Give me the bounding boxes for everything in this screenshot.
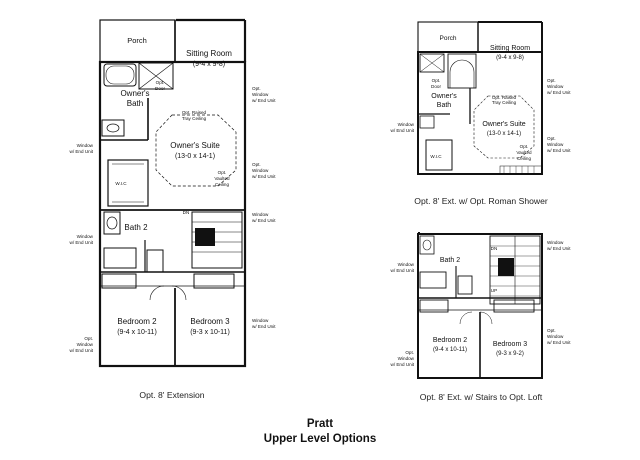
owners-bath-label-2: Bath: [127, 99, 143, 108]
sitting-room-label: Sitting Room: [490, 45, 530, 52]
opt-window-note-right: Opt.: [547, 328, 556, 333]
dn-label: DN: [183, 210, 190, 215]
opt-window-note-left-c: w/ End Unit: [391, 362, 415, 367]
window-note-3: Window: [252, 212, 269, 217]
opt-door-label-2: Door: [431, 84, 441, 89]
window-note-left: Window: [398, 122, 415, 127]
opt-window-note-left-c: w/ End Unit: [70, 348, 94, 353]
opt-door-label-2: Door: [155, 86, 165, 91]
window-note-left-2b: w/ End Unit: [70, 240, 94, 245]
opt-window-note-left: Opt.: [84, 336, 93, 341]
opt-door-label: Opt.: [156, 80, 165, 85]
owners-suite-label: Owner's Suite: [170, 141, 220, 150]
plan-subtitle: Upper Level Options: [263, 433, 377, 445]
window-note-right-1b: Window: [547, 84, 564, 89]
wic-label: W.I.C: [430, 154, 442, 159]
bedroom3-label: Bedroom 3: [493, 341, 527, 348]
plan-a: [98, 18, 247, 368]
bath2-label: Bath 2: [440, 257, 460, 264]
plan-c-caption: Opt. 8' Ext. w/ Stairs to Opt. Loft: [420, 392, 543, 402]
bedroom3-label: Bedroom 3: [190, 317, 230, 326]
opt-window-note-2c: w/ End Unit: [252, 174, 276, 179]
vaulted-ceiling-label-3: Ceiling: [215, 182, 229, 187]
window-note-right-1: Opt.: [547, 78, 556, 83]
window-note-left: Window: [398, 262, 415, 267]
vaulted-ceiling-label-2: Vaulted: [516, 150, 532, 155]
plan-c: [417, 232, 543, 379]
vaulted-ceiling-label-3: Ceiling: [517, 156, 531, 161]
dn-label: DN: [491, 246, 498, 251]
tray-ceiling-label: Opt. Raised: [492, 95, 517, 100]
window-note-right-2c: w/ End Unit: [547, 148, 571, 153]
up-label: UP: [491, 288, 497, 293]
sitting-room-label: Sitting Room: [186, 49, 232, 58]
owners-suite-dim: (13-0 x 14-1): [175, 153, 215, 160]
plan-name: Pratt: [306, 418, 334, 430]
bedroom3-dim: (9-3 x 9-2): [496, 351, 524, 357]
plan-b: [417, 21, 543, 175]
window-note-left-1b: w/ End Unit: [70, 149, 94, 154]
opt-window-note-right-c: w/ End Unit: [547, 340, 571, 345]
opt-window-note-1c: w/ End Unit: [252, 98, 276, 103]
window-note-left-1: Window: [77, 143, 94, 148]
tray-ceiling-label-2: Tray Ceiling: [492, 100, 517, 105]
window-note-right-1c: w/ End Unit: [547, 90, 571, 95]
plan-a-labels: Porch Sitting Room (9-4 x 9-8) Opt. Door…: [70, 36, 277, 400]
window-note-right-2b: Window: [547, 142, 564, 147]
window-note-left-b: w/ End Unit: [391, 128, 415, 133]
owners-suite-dim: (13-0 x 14-1): [487, 131, 521, 137]
bedroom3-dim: (9-3 x 10-11): [190, 329, 230, 336]
opt-window-note-2b: Window: [252, 168, 269, 173]
opt-door-label: Opt.: [432, 78, 441, 83]
sitting-room-dim: (9-4 x 9-8): [496, 55, 524, 61]
opt-window-note-left-b: Window: [77, 342, 94, 347]
vaulted-ceiling-label: Opt.: [218, 170, 227, 175]
opt-window-note-left-b: Window: [398, 356, 415, 361]
window-note-3b: w/ End Unit: [252, 218, 276, 223]
tray-ceiling-label: Opt. Raised: [182, 110, 207, 115]
window-note-right-b: w/ End Unit: [547, 246, 571, 251]
window-note-right-2: Opt.: [547, 136, 556, 141]
owners-suite-label: Owner's Suite: [482, 121, 525, 128]
window-note-left-b: w/ End Unit: [391, 268, 415, 273]
owners-bath-label: Owner's: [120, 89, 149, 98]
bedroom2-label: Bedroom 2: [433, 337, 467, 344]
window-note-4: Window: [252, 318, 269, 323]
vaulted-ceiling-label-2: Vaulted: [214, 176, 230, 181]
plan-a-caption: Opt. 8' Extension: [139, 390, 204, 400]
window-note-left-2: Window: [77, 234, 94, 239]
bedroom2-label: Bedroom 2: [117, 317, 157, 326]
plan-c-labels: Bath 2 DN UP Bedroom 2 (9-4 x 10-11) Bed…: [391, 240, 572, 402]
sitting-room-dim: (9-4 x 9-8): [193, 61, 225, 68]
tray-ceiling-label-2: Tray Ceiling: [182, 116, 207, 121]
bedroom2-dim: (9-4 x 10-11): [117, 329, 157, 336]
plan-b-labels: Porch Sitting Room (9-4 x 9-8) Opt. Door…: [391, 35, 572, 206]
opt-window-note-left: Opt.: [405, 350, 414, 355]
bedroom2-dim: (9-4 x 10-11): [433, 347, 467, 353]
owners-bath-label-2: Bath: [437, 102, 452, 109]
opt-window-note-right-b: Window: [547, 334, 564, 339]
window-note-right: Window: [547, 240, 564, 245]
wic-label: W.I.C: [115, 181, 127, 186]
vaulted-ceiling-label: Opt.: [520, 144, 529, 149]
opt-window-note-2: Opt.: [252, 162, 261, 167]
opt-window-note-1: Opt.: [252, 86, 261, 91]
porch-label: Porch: [127, 36, 147, 45]
plan-b-caption: Opt. 8' Ext. w/ Opt. Roman Shower: [414, 196, 548, 206]
porch-label: Porch: [440, 35, 457, 42]
bath2-label: Bath 2: [124, 223, 148, 232]
owners-bath-label: Owner's: [431, 93, 457, 100]
window-note-4b: w/ End Unit: [252, 324, 276, 329]
opt-window-note-1b: Window: [252, 92, 269, 97]
